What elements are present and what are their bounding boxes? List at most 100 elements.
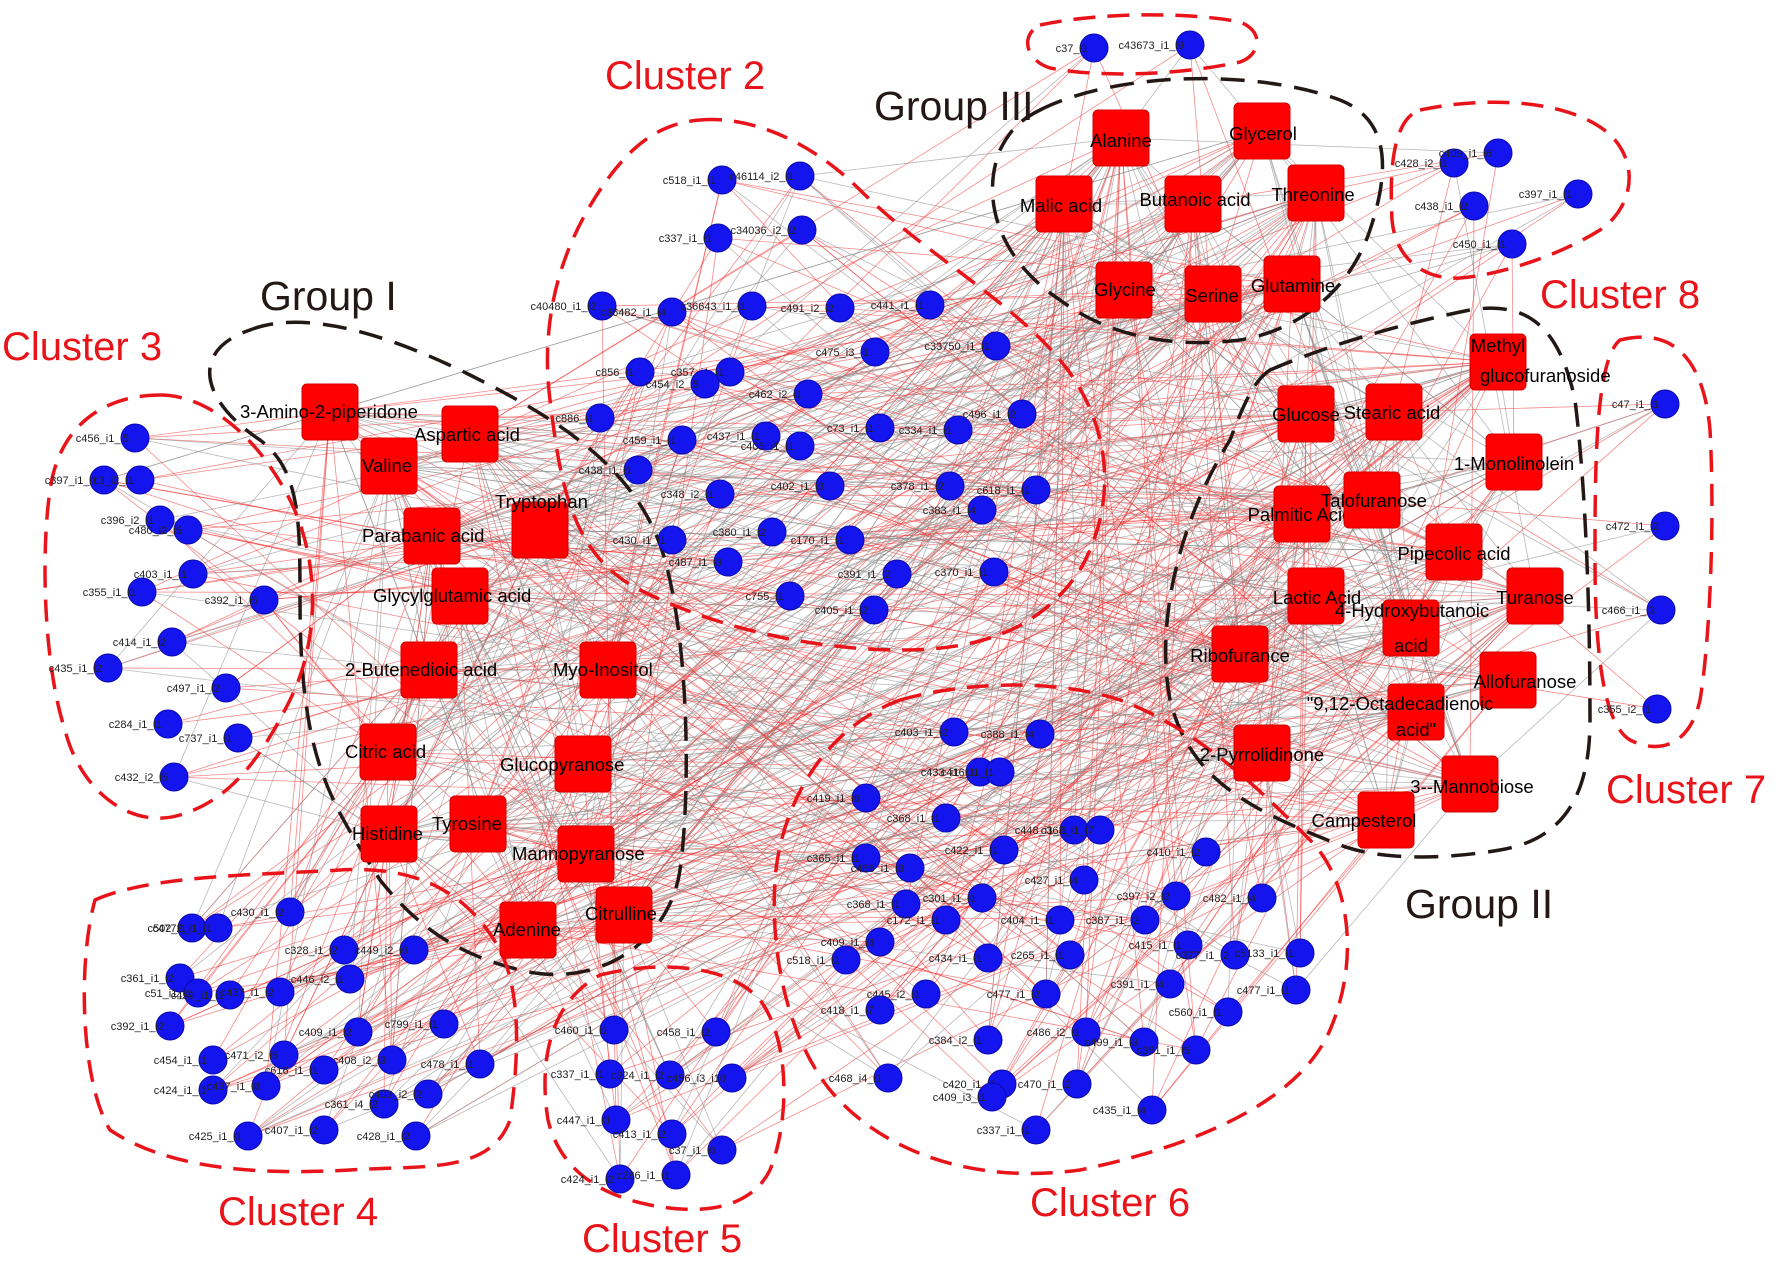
gene-node xyxy=(979,557,1009,587)
gene-node xyxy=(401,1121,431,1151)
metabolite-node xyxy=(1273,485,1331,543)
gene-node xyxy=(943,415,973,445)
metabolite-label: Stearic acid xyxy=(1344,402,1441,423)
gene-label: c449_i2_i6 xyxy=(355,945,408,957)
metabolite-label: Glucopyranose xyxy=(500,754,624,775)
gene-node xyxy=(831,945,861,975)
gene-label: c403_i1_i1 xyxy=(134,569,187,581)
cluster-6-label: Cluster 6 xyxy=(1030,1181,1190,1225)
gene-label: c409_i1_i6 xyxy=(1439,148,1492,160)
metabolite-label: glucofuranoside xyxy=(1480,365,1611,386)
metabolite-gene-edge xyxy=(905,203,1065,905)
gene-label: c378_i1_i2 xyxy=(891,481,944,493)
metabolite-metabolite-edge xyxy=(1063,203,1241,655)
metabolite-metabolite-edge xyxy=(1144,361,1499,921)
metabolite-metabolite-edge xyxy=(107,293,1214,669)
gene-node xyxy=(851,843,881,873)
gene-label: c377_i1_i2 xyxy=(1176,950,1229,962)
gene-node xyxy=(1007,399,1037,429)
gene-node xyxy=(198,1075,228,1105)
gene-node xyxy=(657,297,687,327)
metabolite-gene-edge xyxy=(1469,205,1475,785)
gene-node xyxy=(931,905,961,935)
metabolite-metabolite-edge xyxy=(329,411,1373,501)
metabolite-metabolite-edge xyxy=(619,914,625,1180)
gene-node xyxy=(1021,475,1051,505)
metabolite-metabolite-edge xyxy=(1059,289,1125,921)
cluster-3-label: Cluster 3 xyxy=(2,325,162,369)
metabolite-gene-edge xyxy=(715,192,1317,1033)
metabolite-metabolite-edge xyxy=(387,345,997,753)
region-labels: Cluster 2 Cluster 3 Cluster 4 Cluster 5 … xyxy=(2,54,1766,1261)
metabolite-metabolite-edge xyxy=(909,513,1303,869)
gene-node xyxy=(465,1049,495,1079)
gene-node xyxy=(703,223,733,253)
gene-label: c402_i1_i3 xyxy=(771,481,824,493)
gene-node xyxy=(973,943,1003,973)
metabolite-metabolite-edge xyxy=(1415,461,1515,713)
metabolite-gene-edge xyxy=(469,383,706,435)
metabolite-metabolite-edge xyxy=(173,776,390,835)
gene-node xyxy=(701,1017,731,1047)
metabolite-node xyxy=(1211,625,1269,683)
gene-node xyxy=(985,757,1015,787)
metabolite-label: Threonine xyxy=(1271,184,1354,205)
gene-node xyxy=(1191,837,1221,867)
gene-node xyxy=(825,293,855,323)
gene-label: c363_i1_i7 xyxy=(1041,825,1094,837)
gene-label: c36643_i1_i1 xyxy=(681,301,746,313)
gene-node xyxy=(1161,881,1191,911)
metabolite-metabolite-edge xyxy=(1123,289,1307,415)
metabolite-metabolite-edge xyxy=(388,465,430,671)
metabolite-node xyxy=(1263,255,1321,313)
metabolite-label: Glucose xyxy=(1272,404,1340,425)
gene-label: c383_i1_i4 xyxy=(923,505,976,517)
metabolite-node xyxy=(1425,523,1483,581)
metabolite-gene-edge xyxy=(607,179,723,671)
metabolite-metabolite-edge xyxy=(469,433,1303,515)
metabolite-gene-edge xyxy=(134,437,587,855)
metabolite-metabolite-edge xyxy=(391,535,433,1061)
metabolite-gene-edge xyxy=(945,783,1471,819)
gene-label: c477_i1_i2 xyxy=(987,989,1040,1001)
gene-label: c380_i1_i2 xyxy=(713,527,766,539)
gene-node xyxy=(1220,940,1250,970)
metabolite-metabolite-edge xyxy=(413,192,1317,951)
metabolite-node xyxy=(557,825,615,883)
metabolite-gene-edge xyxy=(415,853,587,1137)
metabolite-gene-edge xyxy=(349,929,529,980)
metabolite-metabolite-edge xyxy=(1301,461,1515,515)
metabolite-metabolite-edge xyxy=(582,137,1122,765)
gene-node xyxy=(713,547,743,577)
metabolite-metabolite-edge xyxy=(1393,411,1412,629)
gene-label: c480_i2_i5 xyxy=(129,525,182,537)
gene-node xyxy=(915,290,945,320)
metabolite-metabolite-edge xyxy=(607,175,801,671)
metabolite-gene-edge xyxy=(1410,403,1666,629)
metabolite-metabolite-edge xyxy=(751,305,1263,754)
gene-label: c497_i1_i2 xyxy=(167,683,220,695)
gene-node xyxy=(223,723,253,753)
gene-node xyxy=(585,403,615,433)
gene-label: c425_i1_i1 xyxy=(189,1131,242,1143)
metabolite-metabolite-edge xyxy=(623,914,723,1151)
metabolite-node xyxy=(511,501,569,559)
gene-node xyxy=(265,977,295,1007)
metabolite-label: Parabanic acid xyxy=(362,525,484,546)
gene-label: c560_i1_i1 xyxy=(1169,1007,1222,1019)
metabolite-metabolite-edge xyxy=(539,529,1455,553)
metabolite-metabolite-edge xyxy=(1120,137,1499,154)
gene-label: c172_i1_i1 xyxy=(887,915,940,927)
metabolite-metabolite-edge xyxy=(428,669,611,1075)
metabolite-gene-edge xyxy=(957,203,1194,431)
gene-node xyxy=(873,1063,903,1093)
gene-label: c396_i2_i1 xyxy=(101,515,154,527)
metabolite-metabolite-edge xyxy=(585,411,1395,855)
metabolite-gene-edge xyxy=(217,711,1417,929)
gene-node xyxy=(787,215,817,245)
gene-node xyxy=(967,495,997,525)
gene-label: c170_i1_i1 xyxy=(791,535,844,547)
metabolite-gene-edge xyxy=(721,179,1263,754)
gene-label: c5133_i1_i1 xyxy=(1235,948,1294,960)
